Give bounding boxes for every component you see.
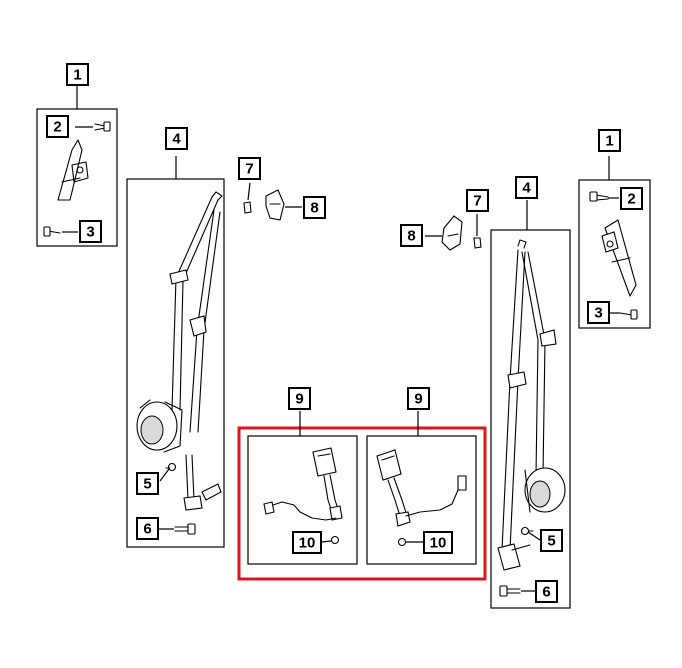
callout-left-1: 1 [66, 63, 89, 86]
left-seat-belt [136, 191, 223, 511]
right-retractor [524, 467, 566, 513]
callout-right-5: 5 [540, 529, 563, 552]
right-pushpin [473, 237, 482, 249]
svg-text:3: 3 [86, 224, 94, 241]
left-adjuster-bolt-bottom [43, 226, 61, 237]
callout-left-6: 6 [136, 517, 159, 540]
svg-text:4: 4 [522, 180, 531, 197]
left-buckle-bolt [330, 535, 340, 545]
svg-text:2: 2 [627, 191, 635, 208]
callout-left-7: 7 [238, 157, 261, 180]
svg-text:9: 9 [414, 391, 422, 408]
right-anchor-cover [441, 215, 463, 251]
svg-text:1: 1 [605, 133, 613, 150]
svg-text:6: 6 [542, 584, 550, 601]
svg-text:1: 1 [73, 67, 81, 84]
right-trim-parts [425, 214, 482, 251]
callout-right-3: 3 [587, 301, 610, 324]
right-seat-belt [497, 239, 566, 571]
callout-right-2: 2 [620, 187, 643, 210]
left-pushpin [243, 201, 252, 214]
callouts: 1 2 3 4 5 6 7 8 [46, 63, 643, 603]
svg-text:3: 3 [594, 305, 602, 322]
svg-text:5: 5 [143, 476, 151, 493]
left-retractor [136, 399, 183, 453]
svg-text:10: 10 [299, 535, 316, 552]
left-buckle [263, 447, 343, 521]
svg-text:2: 2 [53, 119, 61, 136]
svg-text:7: 7 [473, 193, 481, 210]
callout-center-10b: 10 [423, 531, 453, 554]
right-height-adjuster-group [578, 156, 651, 329]
svg-text:10: 10 [430, 535, 447, 552]
left-adjuster-bolt-top [94, 121, 111, 132]
right-buckle-frame [366, 435, 477, 565]
svg-text:6: 6 [143, 521, 151, 538]
right-adjuster-frame [578, 179, 651, 329]
left-retractor-group [126, 156, 225, 548]
callout-left-2: 2 [46, 115, 69, 138]
center-buckle-group [237, 411, 487, 581]
svg-text:9: 9 [295, 391, 303, 408]
right-retractor-bolt [520, 526, 534, 536]
left-retractor-bolt [165, 462, 177, 472]
callout-right-1: 1 [598, 129, 621, 152]
callout-right-7: 7 [466, 189, 489, 212]
right-adjuster-bolt-top [589, 191, 609, 202]
svg-text:8: 8 [407, 228, 415, 245]
left-buckle-frame [247, 435, 358, 565]
callout-right-4: 4 [515, 176, 538, 199]
right-height-adjuster [601, 219, 637, 297]
right-buckle-bolt [397, 537, 407, 547]
callout-left-3: 3 [79, 220, 102, 243]
callout-left-8: 8 [303, 196, 326, 219]
left-height-adjuster [57, 139, 89, 201]
callout-left-5: 5 [136, 472, 159, 495]
left-trim-parts [243, 182, 302, 221]
callout-center-10a: 10 [292, 531, 322, 554]
callout-left-4: 4 [165, 127, 188, 150]
right-buckle [376, 449, 467, 527]
right-retractor-frame [490, 229, 571, 609]
callout-right-8: 8 [400, 224, 423, 247]
left-height-adjuster-group [36, 86, 118, 247]
svg-text:8: 8 [310, 200, 318, 217]
right-retractor-group [490, 200, 571, 609]
right-adjuster-bolt-bottom [619, 309, 638, 320]
highlight-box [237, 426, 487, 581]
svg-text:4: 4 [172, 131, 181, 148]
callout-center-9b: 9 [407, 387, 430, 410]
left-anchor-bolt [174, 523, 196, 535]
callout-center-9a: 9 [288, 387, 311, 410]
left-anchor-cover [265, 189, 285, 221]
svg-text:7: 7 [245, 161, 253, 178]
svg-text:5: 5 [547, 533, 555, 550]
callout-right-6: 6 [535, 580, 558, 603]
right-anchor-bolt [499, 585, 521, 597]
